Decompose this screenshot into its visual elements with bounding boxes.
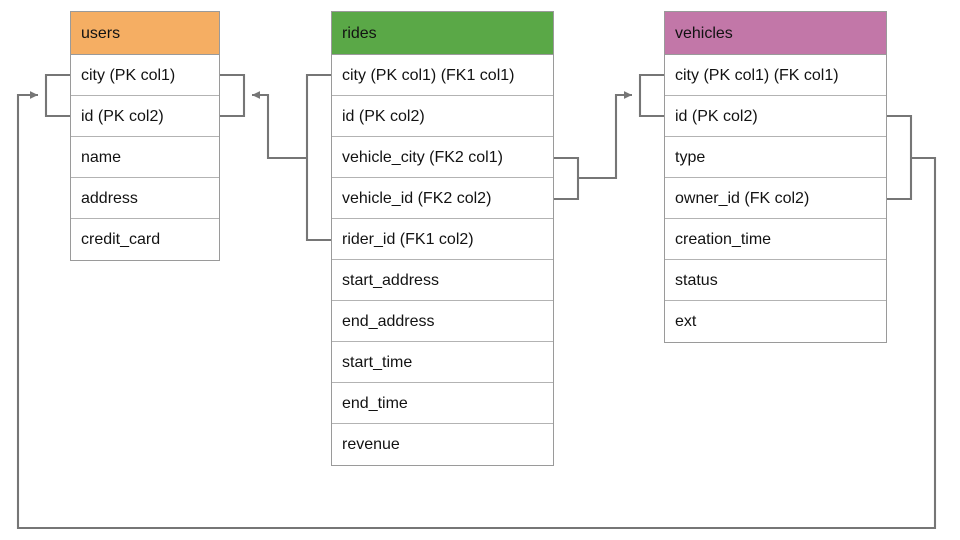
- table-vehicles-column-ext[interactable]: ext: [665, 301, 886, 342]
- table-vehicles-column-city[interactable]: city (PK col1) (FK col1): [665, 55, 886, 96]
- table-vehicles-column-creation-time[interactable]: creation_time: [665, 219, 886, 260]
- table-vehicles-column-type[interactable]: type: [665, 137, 886, 178]
- table-vehicles[interactable]: vehicles city (PK col1) (FK col1) id (PK…: [664, 11, 887, 343]
- table-rides-column-city[interactable]: city (PK col1) (FK1 col1): [332, 55, 553, 96]
- table-rides-column-revenue[interactable]: revenue: [332, 424, 553, 465]
- table-users-column-address[interactable]: address: [71, 178, 219, 219]
- table-rides-column-vehicle-id[interactable]: vehicle_id (FK2 col2): [332, 178, 553, 219]
- fk2-rides-bracket: [554, 156, 580, 201]
- table-rides-header: rides: [332, 12, 553, 55]
- table-users-column-name[interactable]: name: [71, 137, 219, 178]
- table-rides-column-id[interactable]: id (PK col2): [332, 96, 553, 137]
- table-rides-column-rider-id[interactable]: rider_id (FK1 col2): [332, 219, 553, 260]
- table-rides-column-vehicle-city[interactable]: vehicle_city (FK2 col1): [332, 137, 553, 178]
- table-users[interactable]: users city (PK col1) id (PK col2) name a…: [70, 11, 220, 261]
- table-users-header: users: [71, 12, 219, 55]
- table-rides[interactable]: rides city (PK col1) (FK1 col1) id (PK c…: [331, 11, 554, 466]
- table-users-column-credit-card[interactable]: credit_card: [71, 219, 219, 260]
- vehicles-left-bracket: [638, 73, 664, 118]
- table-rides-column-end-address[interactable]: end_address: [332, 301, 553, 342]
- table-vehicles-column-owner-id[interactable]: owner_id (FK col2): [665, 178, 886, 219]
- table-users-column-id[interactable]: id (PK col2): [71, 96, 219, 137]
- table-vehicles-header: vehicles: [665, 12, 886, 55]
- table-rides-column-end-time[interactable]: end_time: [332, 383, 553, 424]
- table-rides-column-start-address[interactable]: start_address: [332, 260, 553, 301]
- fk3-vehicles-bracket: [887, 114, 913, 201]
- fk1-rides-bracket: [305, 73, 331, 242]
- fk2-link-to-vehicles: [578, 91, 632, 180]
- table-users-column-city[interactable]: city (PK col1): [71, 55, 219, 96]
- table-vehicles-column-status[interactable]: status: [665, 260, 886, 301]
- fk1-link-to-users: [252, 91, 307, 160]
- users-left-bracket: [44, 73, 70, 118]
- users-right-bracket: [220, 73, 246, 118]
- table-vehicles-column-id[interactable]: id (PK col2): [665, 96, 886, 137]
- table-rides-column-start-time[interactable]: start_time: [332, 342, 553, 383]
